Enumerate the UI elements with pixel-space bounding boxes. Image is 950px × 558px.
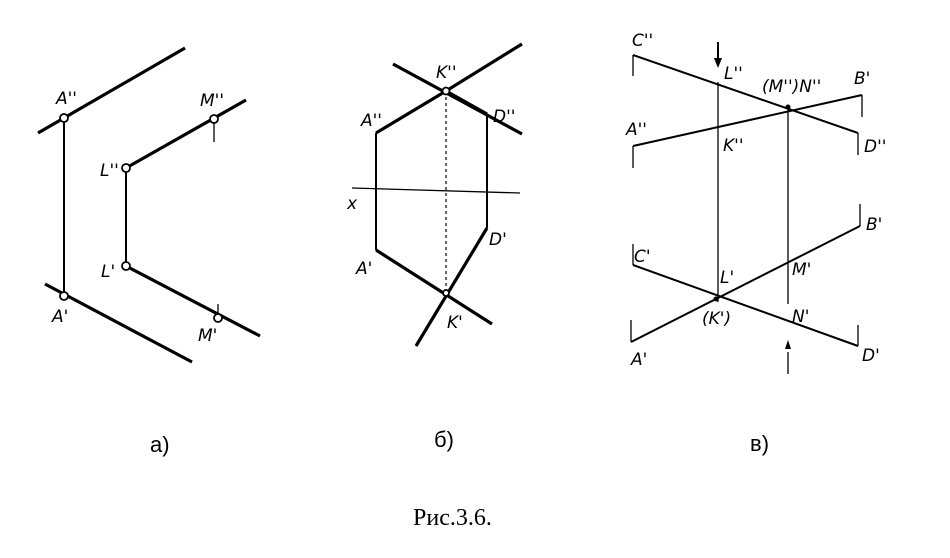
edge-d1-k1 bbox=[414, 227, 489, 347]
line-l-m-upper bbox=[125, 98, 247, 170]
line-c1-d1 bbox=[632, 264, 859, 347]
label-c-d1: D' bbox=[862, 346, 880, 366]
label-c-l1: L' bbox=[720, 268, 734, 288]
panel-b: K'' A'' D'' x A' D' K' б) bbox=[346, 42, 523, 452]
label-d1: D' bbox=[489, 230, 507, 250]
arrow-down-icon bbox=[714, 58, 722, 68]
label-d2: D'' bbox=[493, 107, 515, 127]
label-k2: K'' bbox=[436, 63, 457, 83]
label-c-d2: D'' bbox=[864, 137, 886, 157]
sublabel-a: а) bbox=[150, 432, 170, 457]
label-a2: A'' bbox=[55, 89, 77, 109]
label-c-b1: B' bbox=[866, 215, 882, 235]
line-c2-d2 bbox=[632, 54, 859, 134]
label-c-l2: L'' bbox=[724, 64, 743, 84]
line-a1-b1 bbox=[630, 225, 861, 343]
edge-a1-k1 bbox=[375, 248, 493, 326]
label-k1: K' bbox=[447, 313, 463, 333]
label-l2: L'' bbox=[100, 161, 119, 181]
line-l-m-lower bbox=[125, 264, 261, 338]
label-b-a2: A'' bbox=[360, 111, 382, 131]
label-c-b2: B' bbox=[854, 69, 870, 89]
point-k2 bbox=[441, 86, 451, 96]
axis-x bbox=[351, 187, 521, 194]
label-c-k2: K'' bbox=[723, 136, 744, 156]
point-mn2 bbox=[785, 104, 791, 110]
line-a2-b2 bbox=[632, 94, 863, 147]
edge-k2-d2 bbox=[445, 89, 488, 116]
label-m2: M'' bbox=[200, 91, 224, 111]
sublabel-b: б) bbox=[434, 427, 454, 452]
label-c-n1: N' bbox=[792, 307, 809, 327]
point-l2 bbox=[121, 163, 131, 173]
edge-a2-k2 bbox=[375, 89, 447, 135]
point-k1-c bbox=[713, 296, 719, 302]
sublabel-c: в) bbox=[750, 431, 769, 456]
label-c-a2: A'' bbox=[625, 120, 647, 140]
line-b-upper-2 bbox=[445, 42, 523, 93]
point-a1 bbox=[59, 291, 69, 301]
point-k1 bbox=[442, 289, 450, 297]
label-c-m1: M' bbox=[792, 260, 811, 280]
point-m2 bbox=[209, 114, 219, 124]
line-a-lower bbox=[44, 282, 193, 364]
label-mn2: (M'')N'' bbox=[762, 77, 821, 97]
label-c1: C' bbox=[634, 247, 651, 267]
label-c2: C'' bbox=[632, 31, 653, 51]
label-m1: M' bbox=[198, 326, 217, 346]
point-a2 bbox=[59, 113, 69, 123]
label-l1: L' bbox=[101, 262, 115, 282]
figure-caption: Рис.3.6. bbox=[413, 505, 492, 531]
point-m1 bbox=[213, 313, 223, 323]
panel-a: A'' A' L'' L' M'' M' а) bbox=[37, 46, 261, 457]
point-l1 bbox=[121, 261, 131, 271]
panel-c: C'' L'' (M'')N'' B' A'' K'' D'' C' B' L'… bbox=[625, 31, 886, 456]
label-axis-x: x bbox=[346, 194, 358, 214]
arrow-up-icon bbox=[785, 340, 791, 349]
label-b-a1: A' bbox=[355, 259, 372, 279]
label-a1: A' bbox=[51, 307, 68, 327]
label-c-a1: A' bbox=[630, 350, 647, 370]
label-c-k1: (K') bbox=[702, 309, 731, 329]
